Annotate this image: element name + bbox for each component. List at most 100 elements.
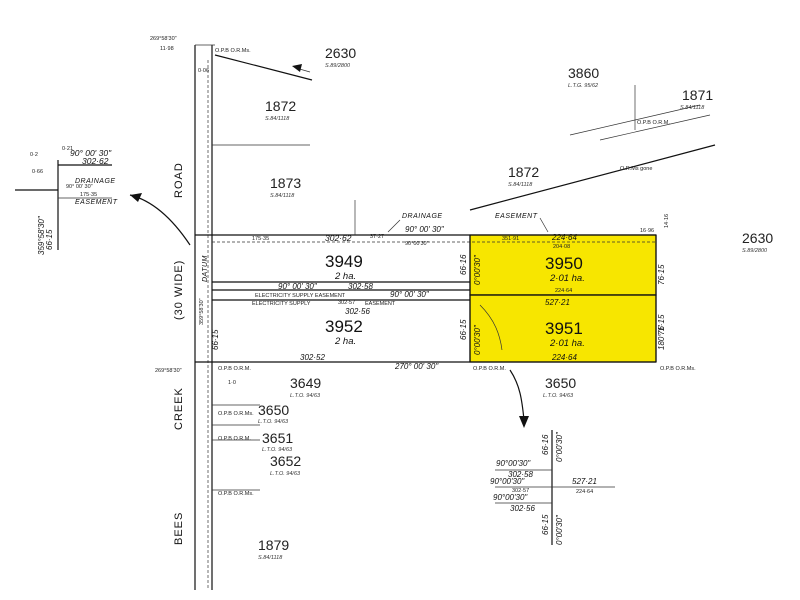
dim-d30256: 302·56 <box>345 307 370 316</box>
dim-d1696: 16·96 <box>640 228 654 234</box>
lot-ref-3650-left: L.T.O. 94/63 <box>258 419 289 425</box>
line-2630-diag <box>214 54 313 81</box>
road-name-road: ROAD <box>173 162 185 198</box>
inset-bottom-d1: 302·58 <box>508 470 533 479</box>
lot-area-3949: 2 ha. <box>334 271 356 282</box>
inset-bottom-d3: 302·56 <box>510 504 535 513</box>
lot-number-3950: 3950 <box>545 254 583 273</box>
label-opb-orm-3651: O.P.B O.R.M. <box>218 436 251 442</box>
label-opb-orm-mid: O.P.B O.R.M. <box>473 366 506 372</box>
dim-v7615-top: 76·15 <box>657 264 666 285</box>
lot-number-2630-right: 2630 <box>742 230 773 246</box>
arrowhead-bottom <box>519 416 529 428</box>
dim-top-distance: 302·62 <box>325 233 352 243</box>
lot-area-3952: 2 ha. <box>334 336 356 347</box>
lot-ref-3651: L.T.O. 94/63 <box>262 447 293 453</box>
dim-elec-bearing: 90° 00' 30" <box>390 290 430 299</box>
lot-ref-3652: L.T.O. 94/63 <box>270 471 301 477</box>
arrow-drainage <box>387 219 401 233</box>
lot-ref-1879: S.84/1118 <box>258 555 283 561</box>
dim-d52721: 527·21 <box>545 298 570 307</box>
lot-number-3650-right: 3650 <box>545 375 576 391</box>
label-orm-gone: O.R.Ms gone <box>620 166 652 172</box>
lot-number-1879: 1879 <box>258 537 289 553</box>
dim-right-top-b: 224·64 <box>551 233 577 242</box>
lot-number-3650-left: 3650 <box>258 402 289 418</box>
easement-short-label: EASEMENT <box>365 301 396 307</box>
inset-left-bearing: 90° 00' 30" <box>70 148 112 158</box>
line-1872-diag-3 <box>599 114 711 141</box>
arrowhead-left <box>130 193 142 202</box>
dim-bottom-bearing: 270° 00' 30" <box>394 362 439 371</box>
inset-bottom-d2: 302·57 <box>512 488 529 494</box>
lot-number-3860: 3860 <box>568 65 599 81</box>
road-name-bees: BEES <box>173 512 185 545</box>
dim-left-v6615: 66·15 <box>211 329 220 350</box>
dim-v7615-bot: 76·15 <box>657 314 666 335</box>
road-width: (30 WIDE) <box>173 260 185 320</box>
inset-bottom-v0030a: 0°00'30" <box>555 431 564 462</box>
lot-number-3651: 3651 <box>262 430 293 446</box>
lot-3951-highlight[interactable] <box>469 294 657 363</box>
lot-3950-highlight[interactable] <box>469 234 657 296</box>
inset-left-small-02: 0·2 <box>30 152 38 158</box>
inset-bottom-b3: 90°00'30" <box>493 493 528 502</box>
dim-right-top-c: 204·08 <box>553 244 570 250</box>
lot-number-1871: 1871 <box>682 87 713 103</box>
dim-mid-bearing: 90° 00' 30" <box>278 282 318 291</box>
inset-left-small-066: 0·66 <box>32 169 43 175</box>
inset-bottom-d4: 527·21 <box>572 477 597 486</box>
dim-d1416: 14·16 <box>664 214 670 228</box>
lot-ref-3860: L.T.G. 95/62 <box>568 83 598 89</box>
dim-v6616: 66·16 <box>459 254 468 275</box>
lot-ref-2630-top: S.89/2800 <box>325 63 351 69</box>
arrow-3951-curve <box>479 304 503 351</box>
inset-left-side-dist: 66·15 <box>45 229 54 250</box>
dim-d30258: 302·58 <box>348 282 373 291</box>
lot-number-2630-top: 2630 <box>325 45 356 61</box>
dim-v180: 180° 1' <box>657 325 666 350</box>
inset-bottom-v6615: 66·15 <box>541 514 550 535</box>
inset-left-easement: EASEMENT <box>75 199 118 206</box>
arrow-left-inset <box>129 194 191 246</box>
road-name-creek: CREEK <box>173 387 185 430</box>
dim-v6615: 66·15 <box>459 319 468 340</box>
dim-v0030-b: 0°00'30" <box>473 324 482 355</box>
lot-number-1872-left: 1872 <box>265 98 296 114</box>
dim-top-bearing: 90° 00' 30" <box>405 225 445 234</box>
drainage-label: DRAINAGE <box>402 213 443 220</box>
dim-d22464-bot: 224·64 <box>551 353 577 362</box>
inset-bottom-v6616: 66·16 <box>541 434 550 455</box>
inset-left-small-021: 0·21 <box>62 146 73 152</box>
dim-d30257: 302·57 <box>338 300 355 306</box>
dim-v0030-a: 0°00'30" <box>473 254 482 285</box>
inset-left-distance: 302·62 <box>82 156 109 166</box>
elec-supply-easement-label: ELECTRICITY SUPPLY EASEMENT <box>255 293 346 299</box>
label-opb-orms-right: O.P.B O.R.Ms. <box>660 366 696 372</box>
inset-bottom-b1: 90°00'30" <box>496 459 531 468</box>
inset-bottom-b2: 90°00'30" <box>490 477 525 486</box>
inset-left-drainage: DRAINAGE <box>75 178 116 185</box>
arrow-easement <box>539 217 549 233</box>
inset-left-sub-bearing: 90° 00' 30" <box>66 184 93 190</box>
label-bearing-top: 269°58'30" <box>150 36 177 42</box>
lot-ref-3650-right: L.T.O. 94/63 <box>543 393 574 399</box>
lot-ref-3649: L.T.O. 94/63 <box>290 393 321 399</box>
lot-number-3649: 3649 <box>290 375 321 391</box>
inset-left-sub-dist: 175·35 <box>80 192 97 198</box>
inset-left: 90° 00' 30" 302·62 90° 00' 30" 175·35 DR… <box>15 146 118 255</box>
lot-area-3950: 2·01 ha. <box>549 273 585 284</box>
label-opb-orm-bot: O.P.B O.R.M. <box>218 366 251 372</box>
label-bearing-left-mid: 269°58'30" <box>155 368 182 374</box>
lot-number-1873: 1873 <box>270 175 301 191</box>
inset-bottom-v0030b: 0°00'30" <box>555 514 564 545</box>
label-small-1198: 11·98 <box>160 46 174 52</box>
lot-ref-1872-mid: S.84/1118 <box>508 182 533 188</box>
label-small-006: 0·06 <box>198 68 209 74</box>
lot-ref-1873: S.84/1118 <box>270 193 295 199</box>
inset-bottom-d5: 224·64 <box>576 489 593 495</box>
lot-number-3652: 3652 <box>270 453 301 469</box>
lot-area-3951: 2·01 ha. <box>549 338 585 349</box>
dim-d22464-mid: 224·64 <box>555 288 572 294</box>
lot-number-1872-mid: 1872 <box>508 164 539 180</box>
